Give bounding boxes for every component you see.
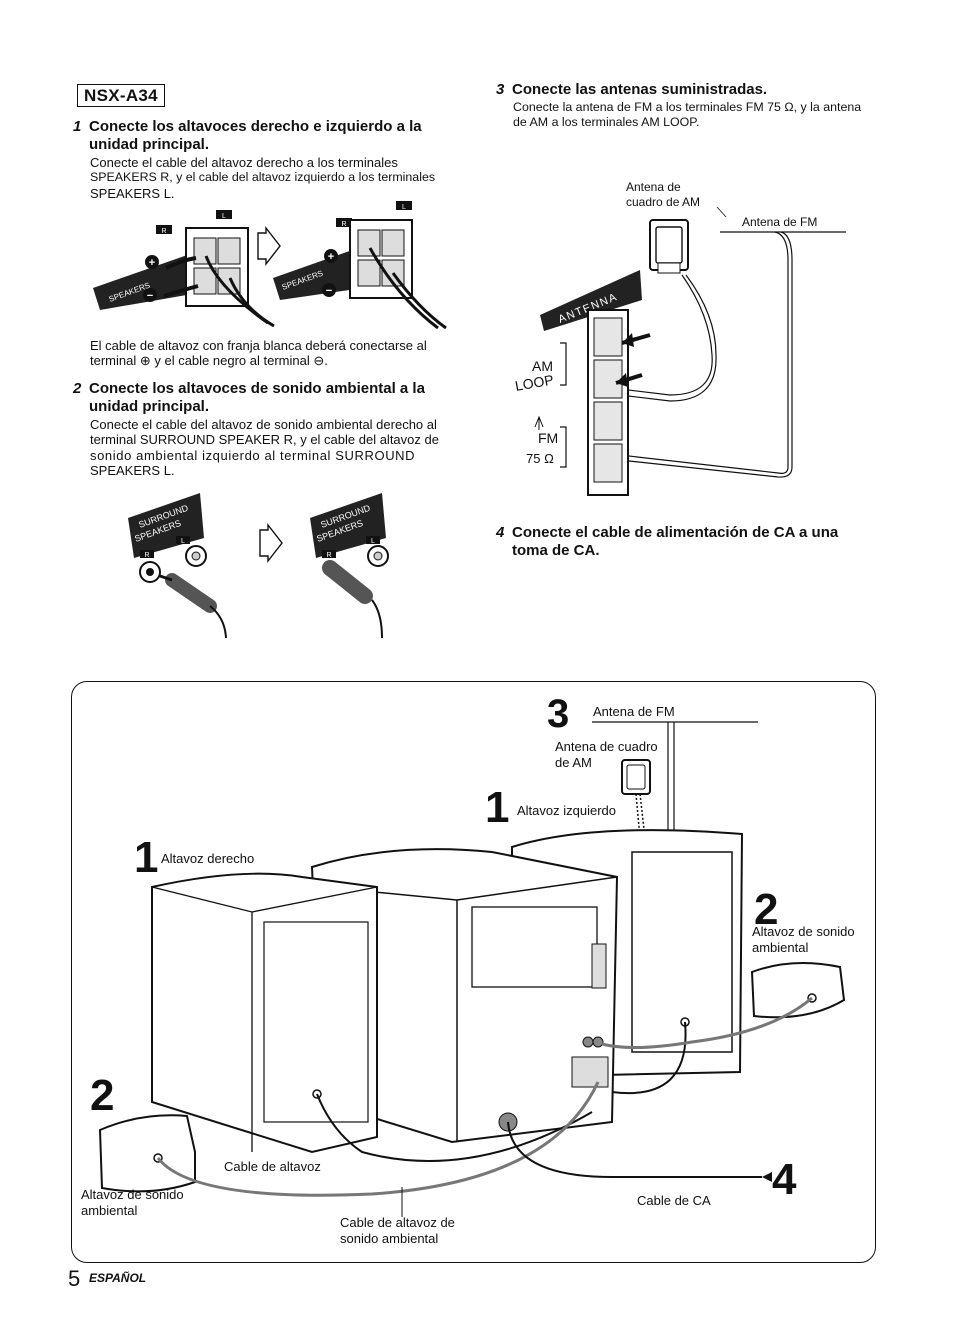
overview-surround-left-label-line: Altavoz de sonido bbox=[81, 1187, 184, 1202]
surround-speaker-right-illustration bbox=[750, 962, 846, 1019]
step-3-title: Conecte las antenas suministradas. bbox=[512, 81, 768, 98]
terminal-l-label: L bbox=[181, 538, 185, 545]
overview-surround-right-label-line: ambiental bbox=[752, 940, 809, 955]
step-1-title-line2: unidad principal. bbox=[89, 136, 210, 153]
speaker-terminal-figure: R L SPEAKERS + − R L SPEAKERS + − bbox=[93, 201, 447, 330]
main-unit-illustration bbox=[310, 848, 619, 1144]
step-2-number: 2 bbox=[73, 380, 82, 397]
terminal-r-label: R bbox=[144, 552, 149, 559]
overview-step-1-right-number: 1 bbox=[134, 833, 158, 882]
surround-terminal-figure: SURROUND SPEAKERS R L SURROUND SPEAKERS … bbox=[128, 493, 389, 639]
am-loop-antenna-icon bbox=[649, 219, 689, 274]
overview-fm-antenna-label: Antena de FM bbox=[593, 704, 675, 719]
step-3-heading: 3 Conecte las antenas suministradas. bbox=[496, 81, 886, 99]
terminal-l-label: L bbox=[222, 213, 226, 220]
step-4-number: 4 bbox=[496, 524, 505, 541]
step-2-body-line: sonido ambiental izquierdo al terminal S… bbox=[90, 447, 416, 463]
terminal-l-label: L bbox=[371, 538, 375, 545]
step-4-heading: 4 Conecte el cable de alimentación de CA … bbox=[496, 524, 886, 560]
terminal-r-label: R bbox=[341, 221, 346, 228]
step-3-body: Conecte la antena de FM a los terminales… bbox=[513, 100, 878, 131]
terminal-r-label: R bbox=[161, 228, 166, 235]
surround-speaker-left-illustration bbox=[98, 1114, 196, 1193]
overview-step-4-number: 4 bbox=[772, 1155, 797, 1204]
step-1-body-line: SPEAKERS L. bbox=[90, 185, 175, 201]
speaker-terminal-panel-after: R L SPEAKERS + − bbox=[273, 201, 447, 330]
next-arrow-icon bbox=[259, 522, 283, 564]
step-1-title-line1: Conecte los altavoces derecho e izquierd… bbox=[89, 118, 422, 135]
overview-surround-left-label: Altavoz de sonido ambiental bbox=[81, 1187, 184, 1219]
step-3-number: 3 bbox=[496, 81, 505, 98]
step-4-title-line1: Conecte el cable de alimentación de CA a… bbox=[512, 524, 839, 541]
overview-step-2-right-number: 2 bbox=[754, 885, 778, 934]
am-loop-antenna-icon bbox=[621, 759, 651, 795]
terminal-r-label: R bbox=[326, 552, 331, 559]
overview-right-speaker-label: Altavoz derecho bbox=[161, 851, 255, 866]
speaker-terminal-panel-before: R L SPEAKERS + − bbox=[93, 210, 275, 328]
step-4-title-line2: toma de CA. bbox=[512, 542, 600, 559]
am-loop-caption: Antena de cuadro de AM bbox=[626, 180, 700, 210]
step-1-body-line: SPEAKERS R, y el cable del altavoz izqui… bbox=[90, 170, 436, 185]
overview-surround-right-label-line: Altavoz de sonido bbox=[752, 924, 855, 939]
overview-step-3-number: 3 bbox=[547, 692, 569, 736]
overview-ac-cable-label: Cable de CA bbox=[637, 1193, 711, 1208]
overview-step-1-left-number: 1 bbox=[485, 783, 509, 832]
plus-symbol: + bbox=[149, 257, 155, 269]
step-1-heading: 1 Conecte los altavoces derecho e izquier… bbox=[73, 118, 458, 154]
am-loop-caption-line: cuadro de AM bbox=[626, 195, 701, 209]
overview-diagram: 3 1 1 2 2 4 bbox=[90, 692, 846, 1217]
minus-symbol: − bbox=[147, 290, 153, 302]
overview-surround-cable-label-line: sonido ambiental bbox=[340, 1231, 439, 1246]
model-label: NSX-A34 bbox=[77, 84, 165, 107]
overview-am-loop-label: Antena de cuadro de AM bbox=[555, 739, 658, 771]
overview-surround-right-label: Altavoz de sonido ambiental bbox=[752, 924, 855, 956]
step-3-body-line: de AM a los terminales AM LOOP. bbox=[513, 115, 700, 130]
step-1-note-line: terminal ⊕ y el cable negro al terminal … bbox=[90, 353, 328, 369]
fm-ohm-label: 75 Ω bbox=[526, 451, 554, 466]
step-1-note-line: El cable de altavoz con franja blanca de… bbox=[90, 338, 427, 353]
step-2-body-line: terminal SURROUND SPEAKER R, y el cable … bbox=[90, 432, 439, 448]
step-1-number: 1 bbox=[73, 118, 82, 135]
overview-left-speaker-label: Altavoz izquierdo bbox=[517, 803, 616, 818]
next-arrow-icon bbox=[257, 225, 281, 267]
terminal-l-label: L bbox=[402, 204, 406, 211]
ground-icon bbox=[534, 415, 544, 430]
step-2-heading: 2 Conecte los altavoces de sonido ambient… bbox=[73, 380, 458, 416]
step-1-body: Conecte el cable del altavoz derecho a l… bbox=[90, 155, 448, 201]
step-3-body-line: Conecte la antena de FM a los terminales… bbox=[513, 100, 862, 114]
right-speaker-illustration bbox=[151, 872, 378, 1154]
step-1-note: El cable de altavoz con franja blanca de… bbox=[90, 338, 450, 369]
surround-panel-before: SURROUND SPEAKERS R L bbox=[128, 493, 227, 639]
overview-surround-left-label-line: ambiental bbox=[81, 1203, 138, 1218]
antenna-connection-figure: ANTENNA AM LOOP FM 75 Ω bbox=[514, 206, 846, 496]
step-1-body-line: Conecte el cable del altavoz derecho a l… bbox=[90, 155, 398, 170]
overview-am-loop-label-line: Antena de cuadro bbox=[555, 739, 658, 754]
overview-surround-cable-label-line: Cable de altavoz de bbox=[340, 1215, 455, 1230]
am-terminal-label: AM bbox=[532, 358, 553, 374]
surround-panel-after: SURROUND SPEAKERS R L bbox=[310, 493, 389, 639]
fm-antenna-caption: Antena de FM bbox=[742, 215, 818, 229]
overview-speaker-cable-label: Cable de altavoz bbox=[224, 1159, 321, 1174]
overview-step-2-left-number: 2 bbox=[90, 1071, 114, 1120]
step-2-title-line2: unidad principal. bbox=[89, 398, 210, 415]
minus-symbol: − bbox=[326, 285, 332, 297]
step-2-body-line: Conecte el cable del altavoz de sonido a… bbox=[90, 417, 437, 432]
overview-surround-cable-label: Cable de altavoz de sonido ambiental bbox=[340, 1215, 455, 1247]
step-2-body-line: SPEAKERS L. bbox=[90, 462, 175, 478]
page-number: 5 bbox=[68, 1266, 81, 1291]
page-language-label: ESPAÑOL bbox=[89, 1271, 147, 1285]
overview-am-loop-label-line: de AM bbox=[555, 755, 592, 770]
am-loop-caption-line: Antena de bbox=[626, 180, 681, 194]
step-2-body: Conecte el cable del altavoz de sonido a… bbox=[90, 417, 448, 478]
step-2-title-line1: Conecte los altavoces de sonido ambienta… bbox=[89, 380, 425, 397]
plus-symbol: + bbox=[328, 251, 334, 263]
fm-terminal-label: FM bbox=[538, 430, 558, 446]
overview-diagram-frame bbox=[71, 681, 876, 1263]
loop-terminal-label: LOOP bbox=[514, 371, 555, 394]
